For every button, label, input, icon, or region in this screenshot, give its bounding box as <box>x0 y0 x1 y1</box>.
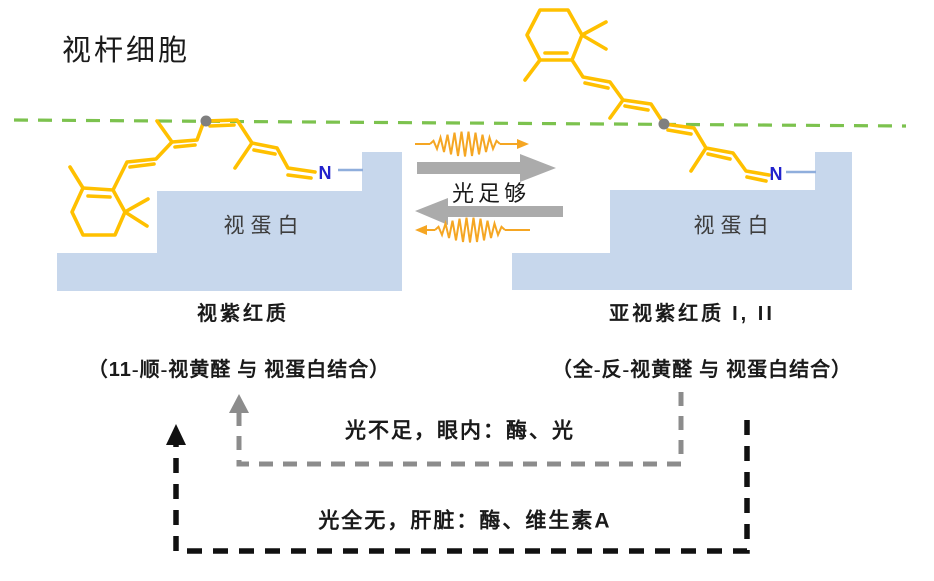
double-bond-line <box>252 148 277 156</box>
photon-arrowhead <box>415 225 427 235</box>
metarhodopsin-name-cn: 亚视紫红质 <box>609 303 725 325</box>
methyl-group <box>233 141 254 170</box>
eye-recovery-dashed-line <box>236 392 684 467</box>
photon-wave-bottom <box>415 217 530 243</box>
methyl-group <box>123 197 150 214</box>
double-bond-line <box>706 152 732 161</box>
cis-bond-marker-left <box>200 115 212 127</box>
left-opsin-shape <box>57 152 402 291</box>
methyl-group <box>689 146 708 173</box>
double-bond-line <box>208 123 236 128</box>
backward-arrow <box>415 198 563 225</box>
eye-recovery-label: 光不足，眼内：酶、光 <box>345 418 575 443</box>
page-title: 视杆细胞 <box>62 35 191 67</box>
metarhodopsin-name-roman: I, II <box>732 303 775 325</box>
right-opsin-label: 视蛋白 <box>693 213 775 238</box>
right-opsin-shape <box>512 152 852 290</box>
double-bond-line <box>623 104 650 112</box>
left-retinal-molecule <box>68 118 317 237</box>
methyl-group <box>123 210 149 228</box>
right-retinal-molecule <box>523 8 771 183</box>
left-polyene-chain <box>111 118 317 192</box>
right-polyene-chain <box>570 58 771 177</box>
methyl-group <box>523 58 542 82</box>
liver-recovery-path <box>166 420 750 554</box>
methyl-group <box>68 165 85 190</box>
photon-arrowhead <box>517 139 529 149</box>
left-binding-label: （11-顺-视黄醛 与 视蛋白结合） <box>88 359 390 381</box>
membrane-dashed-line <box>13 118 907 128</box>
left-binding-number: 11 <box>108 359 132 381</box>
double-bond-line <box>286 173 313 180</box>
double-bond-line <box>666 128 693 136</box>
liver-recovery-label: 光全无，肝脏：酶、维生素A <box>318 508 612 533</box>
methyl-group <box>155 119 174 144</box>
forward-arrow <box>417 154 556 182</box>
liver-recovery-arrowhead <box>166 424 186 445</box>
rhodopsin-name-label: 视紫红质 <box>197 303 289 325</box>
liver-recovery-vitamin: A <box>594 509 612 533</box>
eye-recovery-path <box>229 392 684 467</box>
methyl-group <box>608 98 625 120</box>
double-bond-line <box>173 143 197 149</box>
methyl-group <box>580 20 608 37</box>
forward-reaction-label: 光足够 <box>451 180 531 206</box>
photon-wave-top <box>415 131 529 157</box>
left-nitrogen-label: N <box>319 163 332 183</box>
eye-recovery-arrowhead <box>229 394 249 413</box>
trans-bond-marker-right <box>658 118 670 130</box>
right-nitrogen-label: N <box>770 164 783 184</box>
photon-packet <box>434 217 506 243</box>
double-bond-line <box>128 162 156 169</box>
right-binding-label: （全-反-视黄醛 与 视蛋白结合） <box>551 359 853 381</box>
double-bond-line <box>583 81 610 90</box>
left-binding-prefix: （ <box>87 359 109 381</box>
liver-recovery-dashed-line <box>173 420 750 554</box>
left-opsin-label: 视蛋白 <box>223 213 305 238</box>
double-bond-line <box>745 175 768 183</box>
metarhodopsin-name-label: 亚视紫红质 I, II <box>609 303 775 325</box>
double-bond-line <box>86 194 112 199</box>
left-binding-suffix: -顺-视黄醛 与 视蛋白结合） <box>131 359 391 381</box>
liver-recovery-text: 光全无，肝脏：酶、维生素 <box>318 508 595 533</box>
photon-packet <box>429 131 501 157</box>
methyl-group <box>580 33 608 51</box>
